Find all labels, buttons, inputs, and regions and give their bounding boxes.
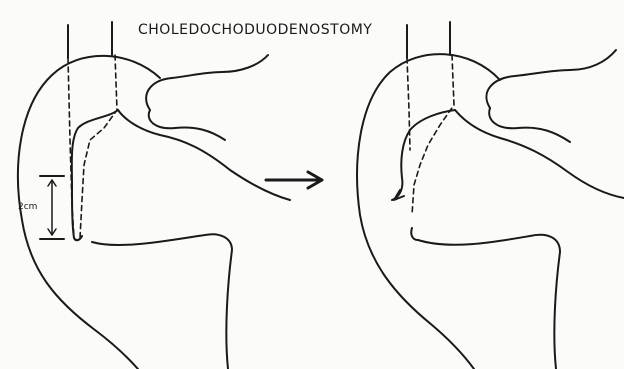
left-distal-bile-duct-dashed-right <box>80 55 117 238</box>
right-pancreas-lobe-fold <box>489 108 570 142</box>
diagram-title: CHOLEDOCHODUODENOSTOMY <box>138 22 372 38</box>
right-pancreas-upper-lobe <box>486 50 616 108</box>
right-papilla-mark <box>411 228 418 240</box>
after-illustration <box>357 22 624 369</box>
right-duodenum-outer <box>357 54 500 369</box>
left-ampulla-wall <box>72 110 118 240</box>
left-duodenum-inner <box>92 234 232 369</box>
transition-arrow <box>266 172 322 188</box>
left-duodenum-outer <box>18 56 160 369</box>
right-distal-bile-duct-dashed-right <box>412 55 454 215</box>
measurement-bracket <box>40 176 64 239</box>
left-pancreas-upper-lobe <box>146 55 268 110</box>
right-pancreas-head <box>455 110 624 198</box>
right-duodenum-inner <box>418 235 560 369</box>
measurement-label: 2cm <box>18 202 37 212</box>
before-illustration <box>18 22 290 369</box>
left-pancreas-head <box>118 110 290 200</box>
